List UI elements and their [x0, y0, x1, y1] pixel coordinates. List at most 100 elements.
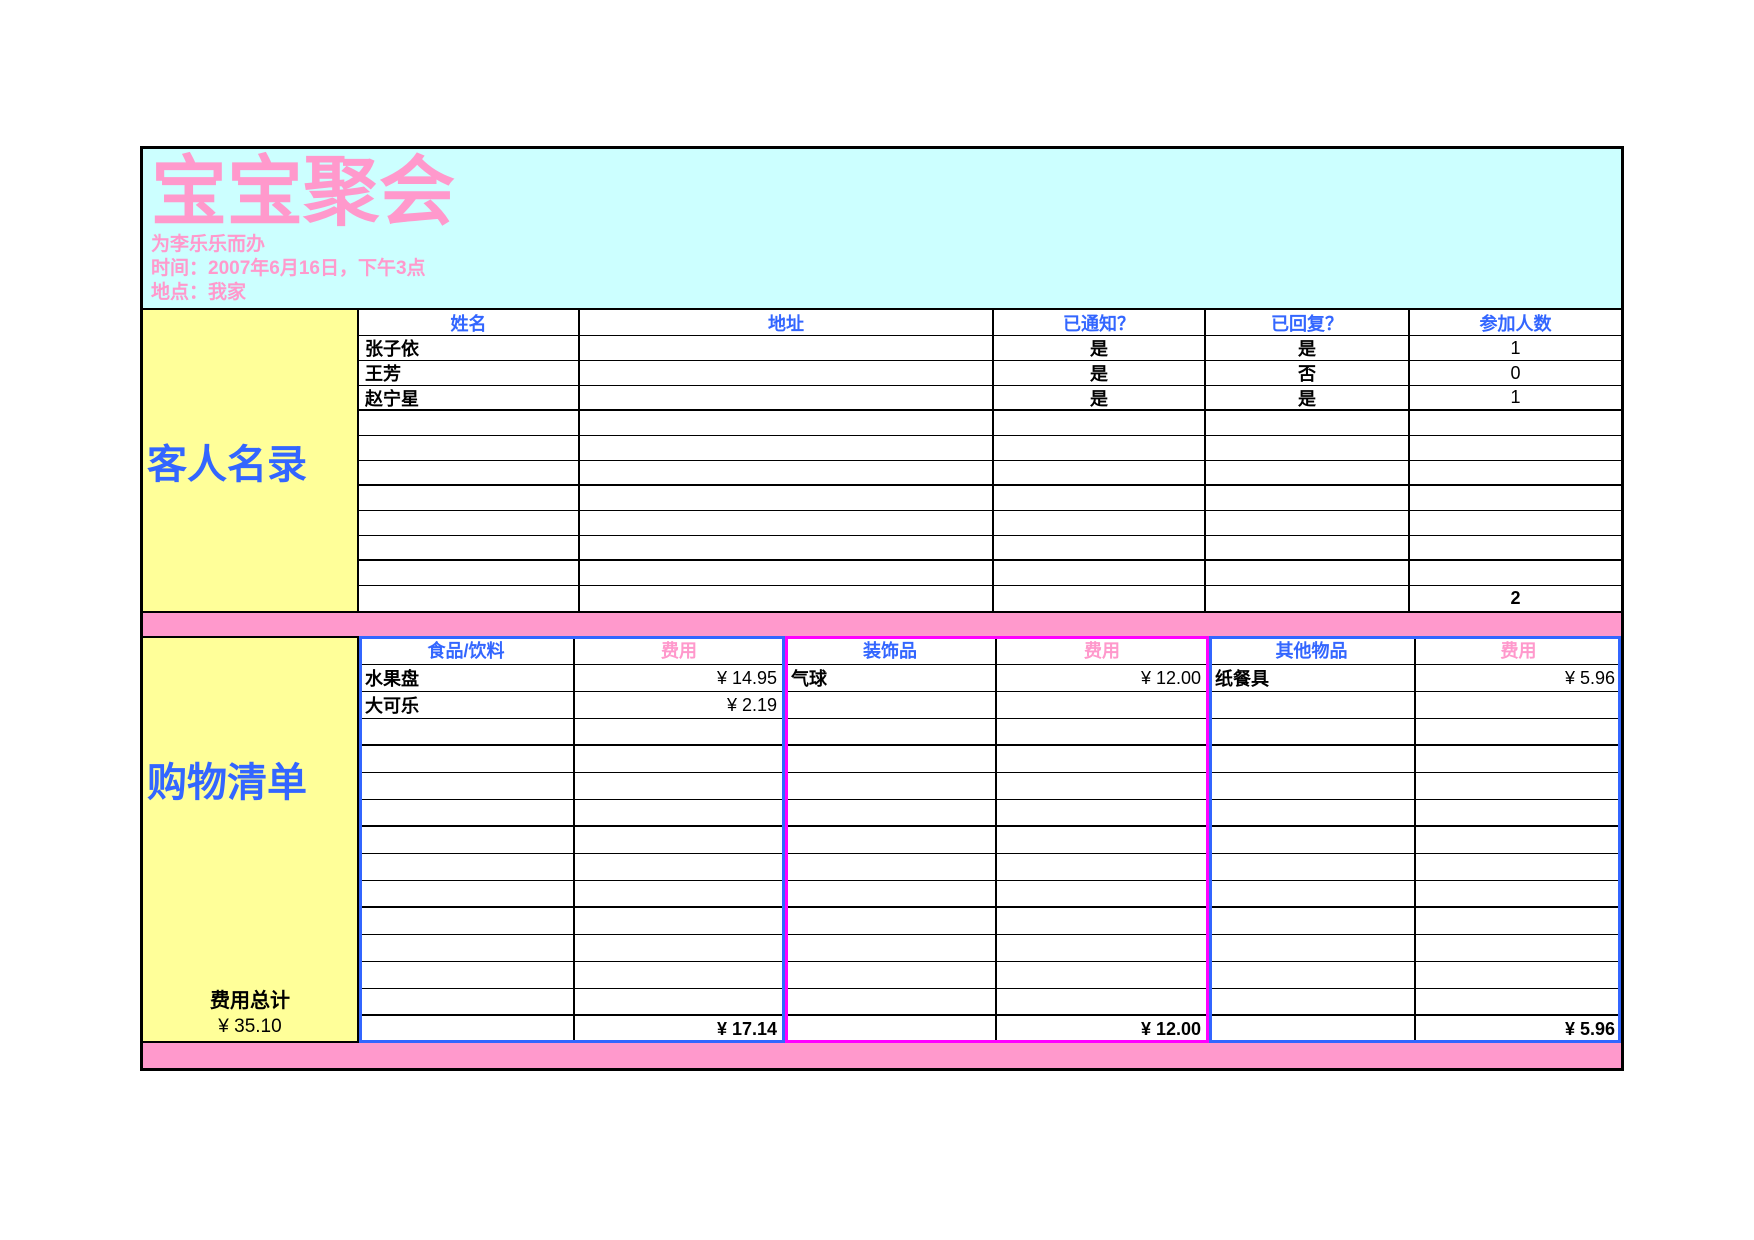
guest-notified-cell[interactable]: 是 [994, 336, 1206, 361]
guest-notified-cell[interactable] [994, 461, 1206, 486]
shopping-decoration-cost-cell[interactable] [997, 746, 1209, 773]
guest-replied-cell[interactable]: 否 [1206, 361, 1410, 386]
shopping-food-cost-cell[interactable] [575, 800, 785, 827]
guest-count-cell[interactable] [1410, 486, 1621, 511]
shopping-decoration-cost-cell[interactable] [997, 773, 1209, 800]
shopping-food-cost-cell[interactable] [575, 827, 785, 854]
shopping-other-cell[interactable] [1209, 854, 1416, 881]
shopping-food-cell[interactable] [359, 908, 575, 935]
guest-replied-cell[interactable] [1206, 511, 1410, 536]
shopping-other-cell[interactable] [1209, 800, 1416, 827]
guest-address-cell[interactable] [580, 361, 994, 386]
shopping-other-cost-cell[interactable] [1416, 692, 1621, 719]
shopping-food-cost-cell[interactable] [575, 962, 785, 989]
guest-name-cell[interactable]: 王芳 [359, 361, 580, 386]
guest-address-cell[interactable] [580, 486, 994, 511]
shopping-food-cost-cell[interactable] [575, 935, 785, 962]
shopping-food-cell[interactable] [359, 746, 575, 773]
shopping-decoration-cell[interactable] [785, 719, 997, 746]
guest-address-cell[interactable] [580, 436, 994, 461]
guest-address-cell[interactable] [580, 511, 994, 536]
guest-name-cell[interactable] [359, 561, 580, 586]
guest-address-cell[interactable] [580, 411, 994, 436]
shopping-other-cost-cell[interactable] [1416, 881, 1621, 908]
guest-count-cell[interactable] [1410, 461, 1621, 486]
shopping-decoration-cost-cell[interactable] [997, 935, 1209, 962]
guest-name-cell[interactable]: 赵宁星 [359, 386, 580, 411]
shopping-food-cost-cell[interactable] [575, 773, 785, 800]
shopping-decoration-cost-cell[interactable] [997, 854, 1209, 881]
shopping-food-cell[interactable]: 水果盘 [359, 665, 575, 692]
guest-address-cell[interactable] [580, 536, 994, 561]
shopping-other-cell[interactable] [1209, 746, 1416, 773]
shopping-decoration-cost-cell[interactable]: ¥ 12.00 [997, 665, 1209, 692]
guest-replied-cell[interactable] [1206, 461, 1410, 486]
guest-replied-cell[interactable] [1206, 436, 1410, 461]
shopping-decoration-cell[interactable] [785, 935, 997, 962]
shopping-decoration-cost-cell[interactable] [997, 989, 1209, 1016]
shopping-other-cell[interactable] [1209, 989, 1416, 1016]
guest-count-cell[interactable] [1410, 536, 1621, 561]
shopping-other-cell[interactable]: 纸餐具 [1209, 665, 1416, 692]
shopping-other-cell[interactable] [1209, 827, 1416, 854]
shopping-other-cost-cell[interactable]: ¥ 5.96 [1416, 665, 1621, 692]
shopping-food-cell[interactable] [359, 719, 575, 746]
guest-notified-cell[interactable]: 是 [994, 361, 1206, 386]
guest-notified-cell[interactable] [994, 561, 1206, 586]
guest-address-cell[interactable] [580, 561, 994, 586]
shopping-food-cost-cell[interactable] [575, 881, 785, 908]
shopping-other-cost-cell[interactable] [1416, 800, 1621, 827]
shopping-other-cost-cell[interactable] [1416, 962, 1621, 989]
guest-name-cell[interactable]: 张子依 [359, 336, 580, 361]
shopping-other-cost-cell[interactable] [1416, 746, 1621, 773]
guest-count-cell[interactable] [1410, 411, 1621, 436]
shopping-food-cell[interactable] [359, 989, 575, 1016]
guest-count-cell[interactable]: 1 [1410, 336, 1621, 361]
shopping-food-cost-cell[interactable] [575, 908, 785, 935]
guest-count-cell[interactable] [1410, 436, 1621, 461]
shopping-decoration-cost-cell[interactable] [997, 908, 1209, 935]
shopping-other-cell[interactable] [1209, 935, 1416, 962]
guest-notified-cell[interactable] [994, 436, 1206, 461]
guest-notified-cell[interactable] [994, 486, 1206, 511]
shopping-decoration-cost-cell[interactable] [997, 881, 1209, 908]
shopping-decoration-cost-cell[interactable] [997, 719, 1209, 746]
shopping-decoration-cell[interactable] [785, 962, 997, 989]
guest-notified-cell[interactable] [994, 536, 1206, 561]
shopping-decoration-cost-cell[interactable] [997, 962, 1209, 989]
shopping-food-cell[interactable] [359, 935, 575, 962]
shopping-decoration-cell[interactable]: 气球 [785, 665, 997, 692]
shopping-other-cost-cell[interactable] [1416, 854, 1621, 881]
guest-name-cell[interactable] [359, 411, 580, 436]
shopping-decoration-cell[interactable] [785, 989, 997, 1016]
shopping-food-cost-cell[interactable] [575, 746, 785, 773]
guest-count-cell[interactable] [1410, 561, 1621, 586]
shopping-decoration-cell[interactable] [785, 827, 997, 854]
shopping-food-cell[interactable]: 大可乐 [359, 692, 575, 719]
shopping-decoration-cell[interactable] [785, 800, 997, 827]
guest-notified-cell[interactable] [994, 511, 1206, 536]
shopping-food-cost-cell[interactable] [575, 719, 785, 746]
guest-name-cell[interactable] [359, 486, 580, 511]
guest-replied-cell[interactable]: 是 [1206, 386, 1410, 411]
guest-notified-cell[interactable] [994, 411, 1206, 436]
shopping-food-cost-cell[interactable]: ¥ 14.95 [575, 665, 785, 692]
shopping-other-cell[interactable] [1209, 719, 1416, 746]
shopping-other-cell[interactable] [1209, 908, 1416, 935]
guest-replied-cell[interactable]: 是 [1206, 336, 1410, 361]
shopping-decoration-cell[interactable] [785, 854, 997, 881]
shopping-food-cell[interactable] [359, 854, 575, 881]
shopping-food-cell[interactable] [359, 773, 575, 800]
guest-replied-cell[interactable] [1206, 536, 1410, 561]
guest-name-cell[interactable] [359, 511, 580, 536]
guest-replied-cell[interactable] [1206, 486, 1410, 511]
shopping-other-cost-cell[interactable] [1416, 773, 1621, 800]
shopping-other-cell[interactable] [1209, 881, 1416, 908]
guest-replied-cell[interactable] [1206, 561, 1410, 586]
guest-replied-cell[interactable] [1206, 411, 1410, 436]
shopping-other-cell[interactable] [1209, 692, 1416, 719]
shopping-other-cost-cell[interactable] [1416, 719, 1621, 746]
guest-name-cell[interactable] [359, 536, 580, 561]
shopping-food-cell[interactable] [359, 962, 575, 989]
shopping-food-cost-cell[interactable] [575, 854, 785, 881]
